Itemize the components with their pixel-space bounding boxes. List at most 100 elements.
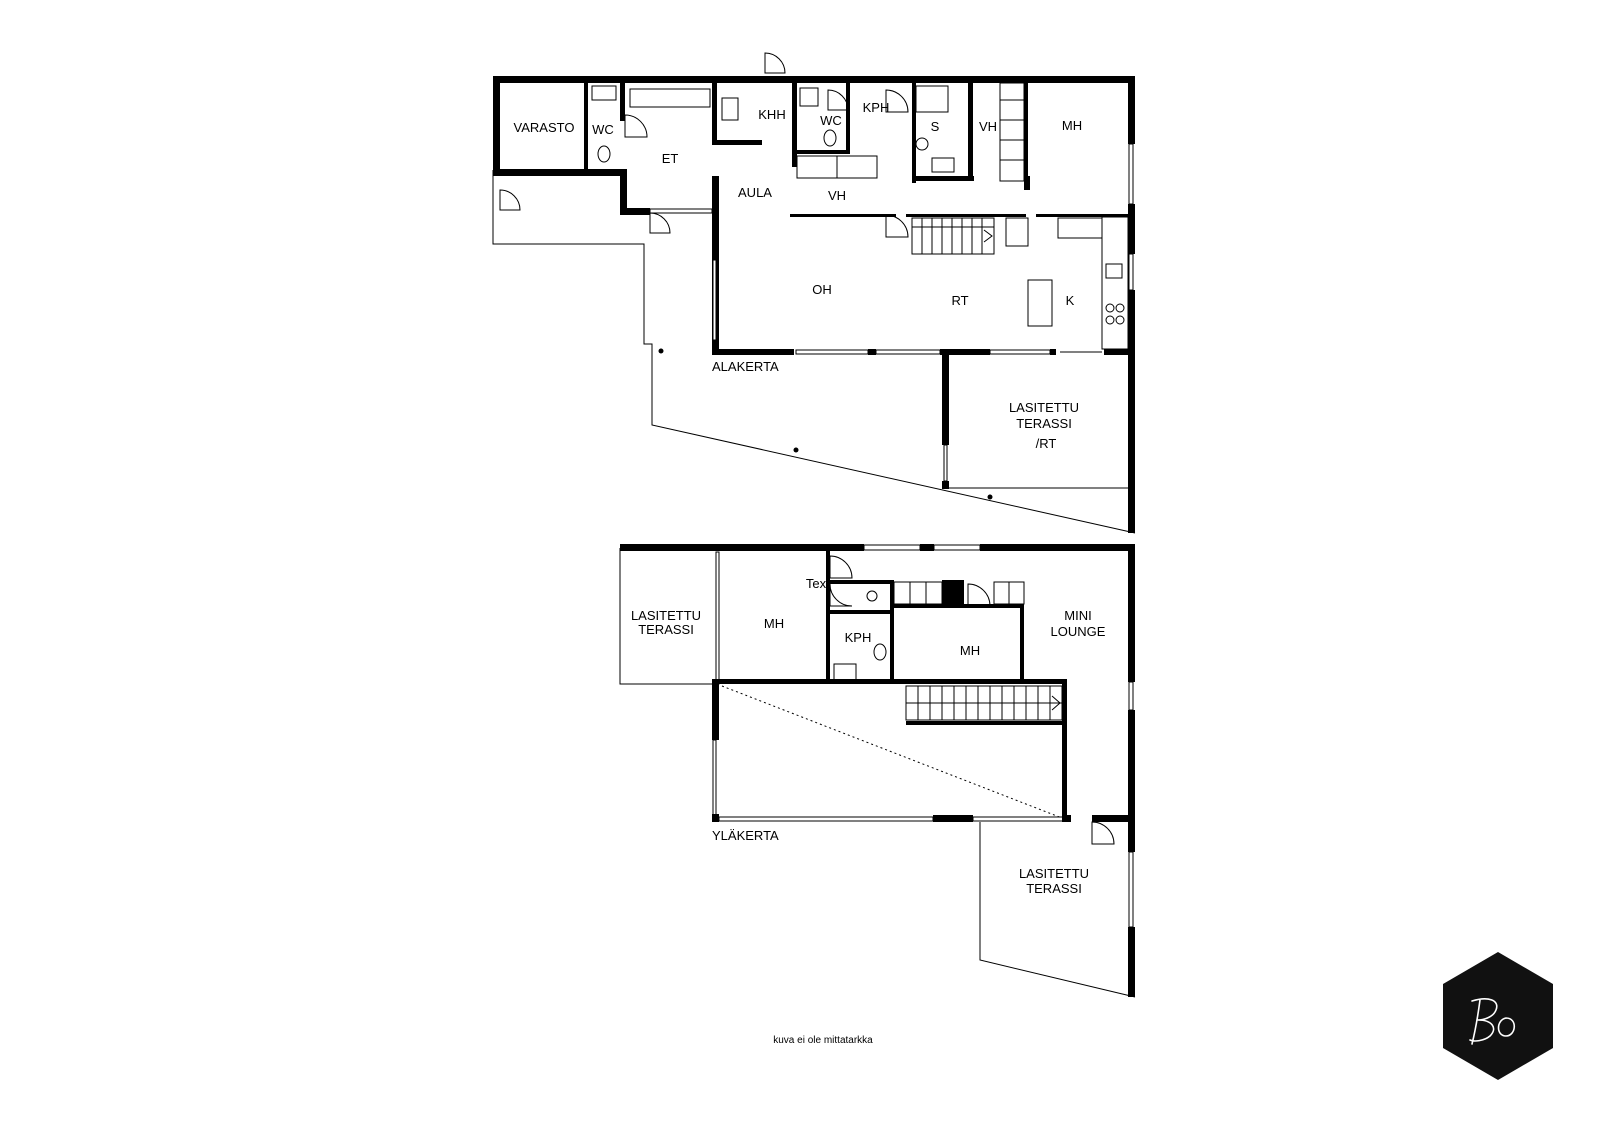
wall-segment — [584, 83, 588, 169]
wall-segment — [1020, 604, 1024, 684]
terrace-left-label-line1: LASITETTU — [631, 608, 701, 623]
wall-segment — [890, 580, 894, 684]
room-label-vh: VH — [979, 119, 997, 134]
door-arc — [624, 114, 648, 138]
room-label-wc: WC — [820, 113, 842, 128]
stairwell-top-wall — [712, 679, 1066, 684]
room-label-s: S — [931, 119, 940, 134]
terrace-right-wall — [1128, 350, 1135, 533]
lounge-label-line2: LOUNGE — [1051, 624, 1106, 639]
window — [875, 349, 941, 355]
upper-staircase — [905, 685, 1063, 721]
shower-icon — [866, 590, 878, 602]
post-marker — [987, 494, 993, 500]
lower-left-wall — [493, 76, 500, 176]
terrace-left-label-line2: TERASSI — [638, 622, 694, 637]
window — [863, 544, 921, 551]
toilet-icon — [873, 643, 887, 661]
wall-segment — [846, 83, 850, 151]
room-label-oh: OH — [812, 282, 832, 297]
room-label-wc: WC — [592, 122, 614, 137]
door-arc — [885, 214, 909, 238]
wall-segment — [968, 83, 973, 181]
wall-segment — [912, 83, 916, 183]
wardrobe — [893, 581, 943, 605]
room-label-vh: VH — [828, 188, 846, 203]
window — [989, 349, 1051, 355]
wall-segment — [826, 610, 892, 614]
terrace-right-label-line1: LASITETTU — [1019, 866, 1089, 881]
terrace-label-line3: /RT — [1036, 436, 1057, 451]
bo-logo-icon — [1443, 952, 1553, 1080]
stove-burner — [1105, 303, 1115, 313]
lower-floor: VARASTO WC ET KHH WC KPH S VH MH AULA VH… — [492, 52, 1136, 534]
wall-segment — [868, 349, 876, 355]
wall-segment — [1036, 214, 1128, 217]
room-label-khh: KHH — [758, 107, 785, 122]
post-marker — [793, 447, 799, 453]
sink-icon — [721, 97, 739, 121]
wall-segment — [792, 150, 850, 154]
wall-segment — [826, 551, 830, 684]
door-arc — [499, 189, 521, 211]
shower-icon — [915, 85, 949, 113]
lower-right-wall-c — [1128, 290, 1135, 350]
upper-left-terrace-outline — [619, 548, 712, 685]
wall-segment — [940, 349, 990, 355]
wall-segment — [933, 815, 973, 822]
wall-segment — [1092, 815, 1135, 822]
upper-floor: LASITETTU TERASSI MH Tex KPH MH MINI LOU… — [619, 544, 1136, 998]
open-to-below-line — [721, 685, 1063, 819]
wall-segment — [1128, 822, 1135, 852]
floor-label-alakerta: ALAKERTA — [712, 359, 779, 374]
wall-segment — [712, 140, 762, 145]
post-marker — [658, 348, 664, 354]
toilet-icon — [823, 129, 837, 147]
room-label-kph: KPH — [845, 630, 872, 645]
sink-icon — [833, 663, 857, 681]
wall-segment — [1104, 349, 1135, 355]
wall-segment — [890, 604, 1024, 608]
wall-segment — [1128, 544, 1135, 682]
window — [943, 444, 948, 482]
khh-cabinet — [629, 88, 711, 108]
wall-segment — [712, 814, 719, 822]
fridge-units — [1057, 217, 1103, 239]
window — [712, 739, 717, 817]
terrace-left-wall — [942, 355, 949, 445]
door-arc — [967, 583, 991, 607]
stove-burner — [1115, 315, 1125, 325]
window — [715, 551, 720, 685]
window — [972, 816, 1064, 822]
sink-icon — [591, 85, 617, 101]
vh-divider-wall — [790, 214, 896, 217]
lower-staircase — [911, 217, 995, 255]
wall-segment — [712, 83, 717, 145]
terrace-right-label-line2: TERASSI — [1026, 881, 1082, 896]
entrance-door-arc — [764, 52, 786, 74]
wall-segment — [1128, 710, 1135, 822]
lounge-label-line1: MINI — [1064, 608, 1091, 623]
oh-bottom-wall-a — [712, 349, 794, 355]
wall-segment — [712, 684, 719, 740]
chimney-block — [942, 580, 964, 604]
wall-segment — [792, 83, 797, 167]
kitchen-sink — [1105, 263, 1123, 279]
room-label-k: K — [1066, 293, 1075, 308]
et-bottom-wall-a — [620, 208, 650, 215]
wall-segment — [1128, 927, 1135, 997]
room-label-kph: KPH — [863, 100, 890, 115]
wall-segment — [912, 176, 974, 181]
window — [1128, 253, 1134, 291]
lower-right-wall-a — [1128, 76, 1135, 144]
room-label-mh: MH — [1062, 118, 1082, 133]
lower-terrace-outline — [492, 170, 1136, 534]
wall-segment — [826, 580, 894, 584]
door-arc — [829, 583, 853, 607]
wall-segment — [906, 721, 1066, 725]
varasto-bottom-wall — [493, 169, 625, 176]
door-arc — [827, 89, 849, 111]
door-arc — [649, 212, 671, 234]
window — [1128, 143, 1134, 205]
